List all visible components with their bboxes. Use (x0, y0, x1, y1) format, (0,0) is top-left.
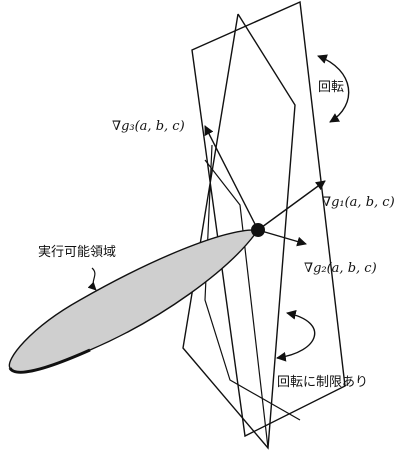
feasible-region-edge (8, 348, 91, 374)
grad-g3-arrow (204, 125, 259, 231)
grad-g2-label: ∇g₂(a, b, c) (304, 261, 377, 276)
restricted-rotation-arrow-icon (276, 310, 316, 362)
constraint-plane-3 (204, 144, 301, 421)
grad-g2-arrow (257, 229, 307, 247)
optimal-point (251, 223, 265, 237)
restricted-rotation-label: 回転に制限あり (277, 375, 368, 390)
grad-g3-label: ∇g₃(a, b, c) (112, 119, 185, 134)
rotation-arrow-icon (317, 54, 350, 123)
constraint-plane-1 (191, 0, 346, 438)
grad-g1-label: ∇g₁(a, b, c) (322, 195, 395, 210)
grad-g1-arrow (257, 180, 326, 231)
constraint-plane-3-edge (204, 159, 269, 449)
rotation-label: 回転 (318, 80, 344, 95)
feasible-region-label: 実行可能領域 (38, 244, 116, 260)
label-pointer-icon (87, 267, 97, 291)
